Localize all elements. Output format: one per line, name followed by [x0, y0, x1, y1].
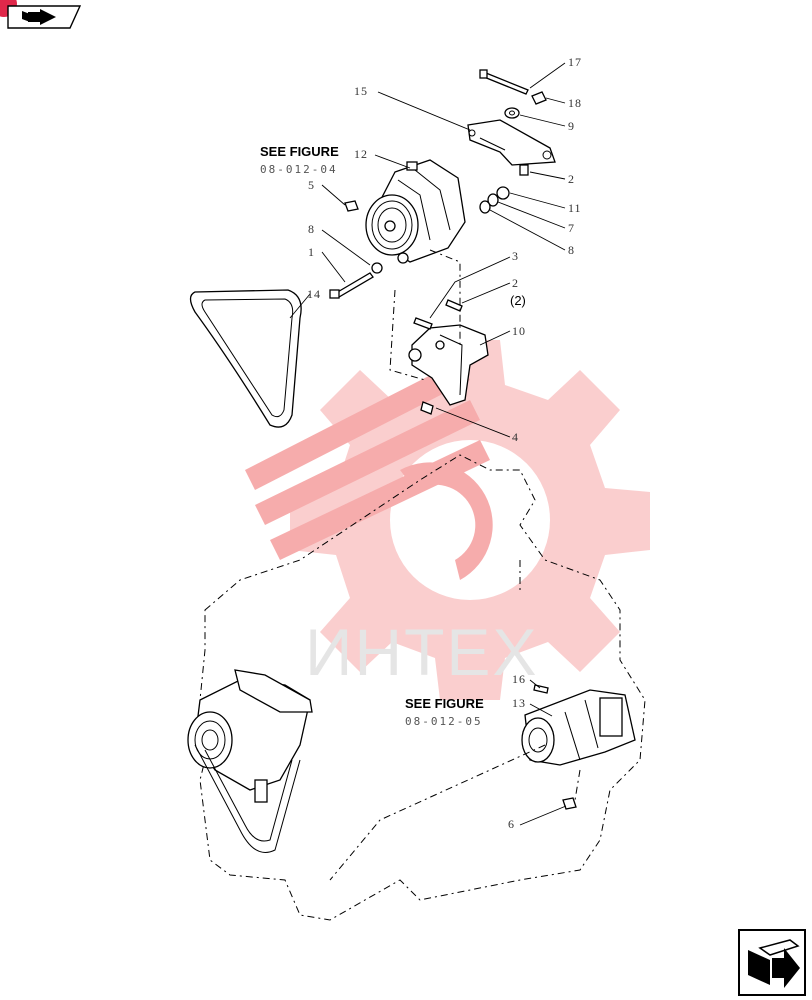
watermark-text: ИНТЕХ [305, 615, 538, 689]
quantity-note: (2) [510, 293, 526, 308]
see-figure-ref-1[interactable]: SEE FIGURE 08-012-04 [260, 144, 339, 176]
bolt-2-upper [519, 164, 529, 176]
callout-8-left: 8 [308, 222, 315, 236]
callout-2-upper: 2 [568, 172, 575, 186]
bracket-10 [408, 324, 489, 406]
see-figure-code: 08-012-05 [405, 715, 483, 728]
bracket-15 [467, 119, 556, 166]
gear-logo [245, 340, 650, 700]
callout-11: 11 [568, 201, 582, 215]
callout-16: 16 [512, 672, 526, 686]
callout-5: 5 [308, 178, 315, 192]
forward-arrow-icon [22, 9, 56, 25]
see-figure-title: SEE FIGURE [405, 696, 484, 711]
top-nav-button[interactable] [0, 0, 82, 29]
callout-15: 15 [354, 84, 368, 98]
bolt-16 [533, 684, 549, 694]
leader-lines [289, 62, 567, 826]
callout-18: 18 [568, 96, 582, 110]
washer-9 [504, 107, 520, 119]
callout-14: 14 [307, 287, 321, 301]
alternator-12 [365, 159, 466, 264]
callout-10: 10 [512, 324, 526, 338]
nut-5 [344, 200, 359, 212]
bolt-4 [420, 401, 434, 415]
starter-motor-13 [521, 689, 636, 766]
bolt-2-lower [445, 299, 463, 312]
callout-2-lower: 2 [512, 276, 519, 290]
callout-9: 9 [568, 119, 575, 133]
see-figure-title: SEE FIGURE [260, 144, 339, 159]
engine-alternator-assembly [187, 669, 313, 853]
next-page-button[interactable] [738, 929, 806, 996]
nut-11 [496, 186, 510, 200]
see-figure-ref-2[interactable]: SEE FIGURE 08-012-05 [405, 696, 484, 728]
next-page-icon [748, 939, 800, 988]
callout-8-right: 8 [568, 243, 575, 257]
callout-labels: 17 18 9 15 12 2 11 7 8 5 8 1 14 3 2 10 4… [307, 55, 582, 831]
callout-12: 12 [354, 147, 368, 161]
callout-7: 7 [568, 221, 575, 235]
washer-8-left [371, 262, 383, 274]
washer-7 [487, 193, 499, 207]
washer-8-right [479, 200, 491, 214]
callout-4: 4 [512, 430, 519, 444]
nut-18 [531, 91, 547, 105]
engine-outline [199, 249, 646, 921]
bolt-1 [329, 272, 374, 299]
callout-1: 1 [308, 245, 315, 259]
watermark: ИНТЕХ [245, 340, 650, 700]
callout-3: 3 [512, 249, 519, 263]
callout-13: 13 [512, 696, 526, 710]
callout-17: 17 [568, 55, 582, 69]
see-figure-code: 08-012-04 [260, 163, 338, 176]
callout-6: 6 [508, 817, 515, 831]
nut-6 [562, 797, 577, 810]
belt-14 [189, 289, 302, 428]
bolt-17 [479, 69, 529, 95]
bolt-3 [413, 317, 433, 330]
